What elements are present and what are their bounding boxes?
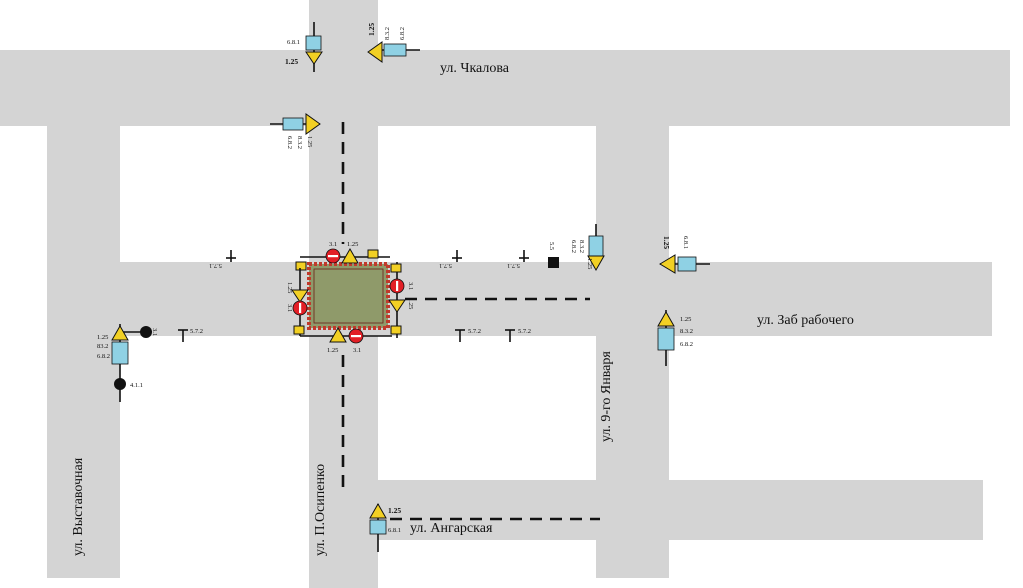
svg-text:3.1: 3.1 [407,282,414,290]
sign-group-workzone-south: 1.25 3.1 [300,326,392,354]
roadworks-warning-sign [367,41,383,63]
sign-one-way-center-b: 5.7.2 [505,328,531,342]
svg-text:5.7.2: 5.7.2 [518,328,531,335]
roadworks-warning-sign [305,113,321,135]
svg-text:1.25: 1.25 [586,258,593,269]
info-plate [657,327,675,351]
svg-text:8.3.2: 8.3.2 [578,240,585,253]
street-label-vystavochnaya: ул. Выставочная [71,457,86,556]
info-plate [588,235,604,257]
svg-text:1.25: 1.25 [662,236,671,249]
roadworks-warning-sign [659,254,676,274]
sign-group-chkalova-north-west: 6.8.1 1.25 [285,22,323,72]
roadworks-warning-sign [291,289,309,303]
svg-text:8.3.2: 8.3.2 [384,27,391,40]
svg-text:1.25: 1.25 [367,23,376,36]
svg-text:1.25: 1.25 [347,241,358,248]
svg-text:5.7.1: 5.7.1 [439,262,452,269]
info-plate [383,43,407,57]
sign-group-vystavochnaya: 1.25 83.2 6.8.2 4.1.1 3.1 [97,324,158,402]
sign-group-angarskaya: 1.25 6.8.1 [369,502,401,552]
svg-text:6.8.2: 6.8.2 [399,27,406,40]
give-way-symbol [140,326,152,338]
svg-text:5.7.2: 5.7.2 [190,328,203,335]
svg-text:1.25: 1.25 [388,506,401,515]
sign-one-way-north-west: 5.7.1 [209,250,236,269]
svg-text:5.7.1: 5.7.1 [507,262,520,269]
info-plate [282,117,304,131]
svg-text:4.1.1: 4.1.1 [130,382,143,389]
roadworks-warning-sign [388,299,406,313]
roadworks-warning-sign [657,310,675,327]
sign-group-workzone-east: 3.1 1.25 [388,262,414,338]
svg-text:1.25: 1.25 [306,136,313,147]
info-plate [305,35,322,51]
svg-text:1.25: 1.25 [407,298,414,309]
svg-text:3.1: 3.1 [329,241,337,248]
svg-text:6.8.2: 6.8.2 [680,341,693,348]
svg-text:3.1: 3.1 [151,328,158,336]
roadworks-warning-sign [329,326,347,343]
work-zone [307,262,390,330]
svg-text:6.8.1: 6.8.1 [682,236,689,249]
info-plate [111,341,129,365]
svg-text:6.8.2: 6.8.2 [286,136,293,149]
svg-text:3.1: 3.1 [353,347,361,354]
roadworks-warning-sign [305,51,323,65]
svg-text:6.8.1: 6.8.1 [388,527,401,534]
svg-text:5.5: 5.5 [548,242,555,250]
svg-text:1.25: 1.25 [327,347,338,354]
sign-group-yanvarya-north: 6.8.2 8.3.2 1.25 [570,224,605,272]
svg-text:3.1: 3.1 [286,304,293,312]
sign-group-chkalova-south: 6.8.2 8.3.2 1.25 [270,113,321,149]
sign-group-workzone-west: 1.25 3.1 [286,268,309,336]
info-plate [369,519,387,535]
sign-one-way-west: 5.7.2 [178,328,203,342]
info-plate [677,256,697,272]
roadworks-warning-sign [341,247,359,264]
street-label-yanvarya: ул. 9-го Января [599,351,614,442]
lane-markings [341,122,600,521]
road-angarskaya [378,480,983,540]
roadworks-warning-sign [111,324,129,341]
street-label-zab-rabochego: ул. Заб рабочего [757,313,854,328]
svg-text:6.8.2: 6.8.2 [570,240,577,253]
svg-text:8.3.2: 8.3.2 [680,328,693,335]
svg-text:1.25: 1.25 [286,282,293,293]
one-way-road-sign [548,257,559,268]
svg-text:83.2: 83.2 [97,343,108,350]
sign-one-way-center-a: 5.7.2 [455,328,481,342]
street-label-angarskaya: ул. Ангарская [410,521,493,536]
roadworks-warning-sign [369,502,387,519]
svg-text:1.25: 1.25 [680,316,691,323]
svg-text:8.3.2: 8.3.2 [296,136,303,149]
svg-text:1.25: 1.25 [285,57,298,66]
sign-group-zab-rabochego-north: 1.25 6.8.1 [659,236,710,274]
road-chkalova [0,50,1010,126]
sign-one-way-north-center: 5.7.1 [439,250,462,269]
direction-sign-4-1-1 [114,378,126,390]
sign-group-5-5: 5.5 [548,242,559,268]
sign-group-chkalova-north-east: 1.25 8.3.2 6.8.2 [367,23,420,63]
street-label-osipenko: ул. П.Осипенко [313,464,328,556]
street-label-chkalova: ул. Чкалова [440,61,510,76]
sign-group-workzone-north: 3.1 1.25 [295,241,390,271]
svg-text:1.25: 1.25 [97,334,108,341]
svg-text:6.8.1: 6.8.1 [287,39,300,46]
roadworks-warning-sign [587,255,605,272]
sign-one-way-north-east: 5.7.1 [507,250,529,269]
road-vystavochnaya [47,126,120,578]
svg-text:6.8.2: 6.8.2 [97,353,110,360]
svg-text:5.7.2: 5.7.2 [468,328,481,335]
svg-text:5.7.1: 5.7.1 [209,262,222,269]
sign-group-zab-rabochego-south: 1.25 8.3.2 6.8.2 [657,310,693,366]
